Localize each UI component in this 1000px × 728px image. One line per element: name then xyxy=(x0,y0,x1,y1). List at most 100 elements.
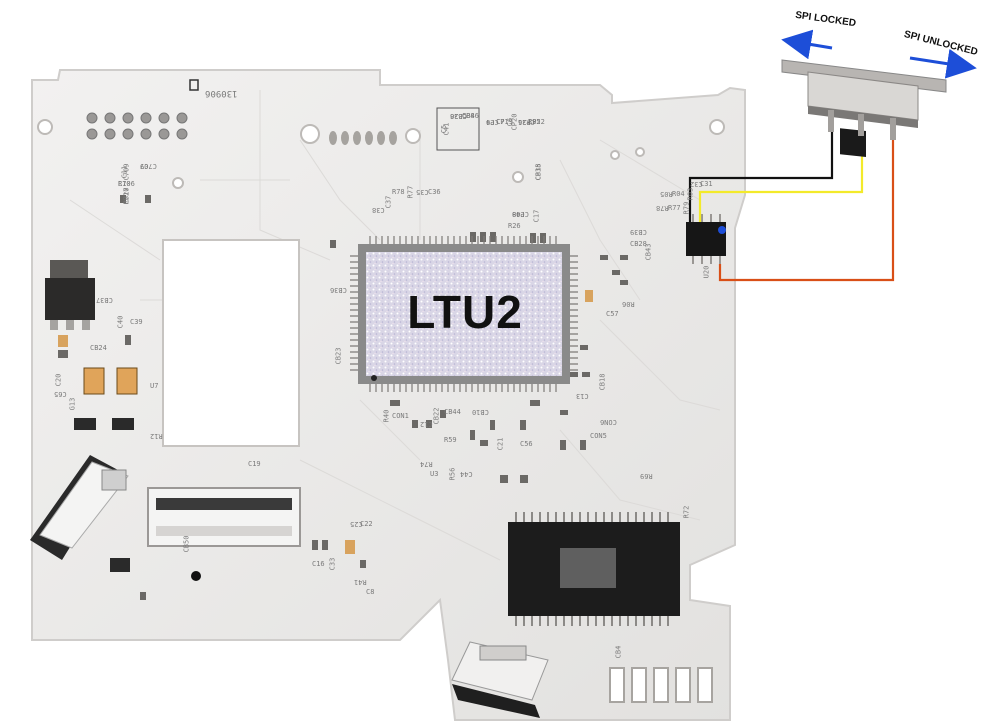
silkscreen-label: C8 xyxy=(366,588,375,596)
silkscreen-label: C12 xyxy=(420,420,433,428)
silkscreen-label: C37 xyxy=(384,195,393,209)
silkscreen-label: R40 xyxy=(382,409,391,423)
silkscreen-label: R35 xyxy=(528,118,541,126)
silkscreen-label: C11 xyxy=(120,165,129,179)
silkscreen-label: C36 xyxy=(428,188,441,196)
silkscreen-label: R74 xyxy=(420,460,433,468)
silkscreen-label: R78 xyxy=(656,204,669,212)
silkscreen-label: R72 xyxy=(682,505,691,519)
silkscreen-label: CP22 xyxy=(528,118,545,126)
silkscreen-label: R79 xyxy=(682,201,691,215)
silkscreen-label: R26 xyxy=(508,222,521,230)
silkscreen-label: CB39 xyxy=(630,228,647,236)
silkscreen-label: C5 xyxy=(440,124,449,134)
board-cutout xyxy=(162,239,300,447)
silkscreen-label: CB10 xyxy=(472,408,489,416)
silkscreen-label: CON1 xyxy=(392,412,409,420)
slide-switch xyxy=(781,59,947,158)
ribbon-connector-left xyxy=(30,455,129,560)
mounting-holes xyxy=(37,119,725,189)
gold-pad-row xyxy=(329,131,397,145)
silkscreen-label: CB8 xyxy=(462,112,475,120)
silkscreen-label: R706 xyxy=(118,180,135,188)
silkscreen-label: C22 xyxy=(360,520,373,528)
tantalum-cap-2 xyxy=(116,367,138,395)
silkscreen-label: C21 xyxy=(496,437,505,451)
silkscreen-label: R41 xyxy=(354,578,367,586)
silkscreen-label: CB23 xyxy=(334,347,343,365)
silkscreen-label: CON6 xyxy=(600,418,617,426)
pin1-marker xyxy=(718,226,726,234)
silkscreen-label: R59 xyxy=(444,436,457,444)
edge-pads xyxy=(609,667,713,703)
wire-black xyxy=(688,130,834,222)
silkscreen-label: C16 xyxy=(312,560,325,568)
board-code: 130906 xyxy=(205,88,238,98)
silkscreen-label: CB35 xyxy=(534,163,543,181)
driver-chip xyxy=(508,512,680,626)
silkscreen-label: R06 xyxy=(622,300,635,308)
silkscreen-label: CB18 xyxy=(598,373,607,391)
silkscreen-label: C17 xyxy=(532,209,541,223)
silkscreen-label: G13 xyxy=(68,397,77,411)
silkscreen-label: C7 xyxy=(496,118,505,126)
silkscreen-label: CON5 xyxy=(590,432,607,440)
label-box xyxy=(436,107,480,151)
voltage-regulator xyxy=(45,260,95,330)
silkscreen-label: CB36 xyxy=(330,286,347,294)
marker-box xyxy=(189,79,199,91)
silkscreen-label: R56 xyxy=(448,467,457,481)
arrow-unlocked xyxy=(909,48,977,79)
silkscreen-label: U20 xyxy=(702,265,711,279)
silkscreen-label: CB22 xyxy=(432,407,441,425)
pcb-board xyxy=(31,69,746,721)
silkscreen-label: CB44 xyxy=(444,408,461,416)
silkscreen-label: C49 xyxy=(512,210,525,218)
silkscreen-label: C13 xyxy=(576,392,589,400)
ltu2-chip xyxy=(350,236,578,392)
silkscreen-label: CB50 xyxy=(182,535,191,553)
silkscreen-label: C9 xyxy=(140,162,149,170)
smd-components xyxy=(58,195,628,600)
spi-flash-chip xyxy=(686,214,726,264)
arrow-locked xyxy=(781,29,833,60)
hole-black xyxy=(191,571,201,581)
silkscreen-label: R12 xyxy=(150,432,163,440)
header-pins xyxy=(86,112,188,140)
silkscreen-label: R77 xyxy=(406,185,415,199)
silkscreen-label: R04 xyxy=(672,190,685,198)
silkscreen-label: CB24 xyxy=(90,344,107,352)
ribbon-connector-center xyxy=(147,487,301,547)
tantalum-cap-1 xyxy=(83,367,105,395)
silkscreen-label: C57 xyxy=(606,310,619,318)
silkscreen-label: CB37 xyxy=(96,296,113,304)
silkscreen-label: CB28 xyxy=(630,240,647,248)
silkscreen-label: CB4 xyxy=(614,645,623,659)
silkscreen-label: C33 xyxy=(328,557,337,571)
silkscreen-label: C56 xyxy=(520,440,533,448)
silkscreen-label: R03 xyxy=(686,187,695,201)
chip-label: LTU2 xyxy=(407,286,523,338)
silkscreen-label: C31 xyxy=(700,180,713,188)
silkscreen-label: U3 xyxy=(430,470,439,478)
silkscreen-label: R77 xyxy=(668,204,681,212)
silkscreen-label: CB43 xyxy=(644,243,653,261)
silkscreen-label: C39 xyxy=(130,318,143,326)
silkscreen-label: C19 xyxy=(248,460,261,468)
silkscreen-label: CP19 xyxy=(496,118,513,126)
silkscreen-label: CB46 xyxy=(462,112,479,120)
silkscreen-label: C65 xyxy=(54,390,67,398)
silkscreen-label: R69 xyxy=(640,472,653,480)
silkscreen-label: C6 xyxy=(506,117,515,127)
silkscreen-label: CB27 xyxy=(122,187,131,205)
silkscreen-label: C38 xyxy=(372,206,385,214)
small-transistors xyxy=(74,418,134,572)
switch-wires xyxy=(688,130,895,282)
silkscreen-label: C20 xyxy=(54,373,63,387)
silkscreen-label: C4 xyxy=(486,118,495,126)
silkscreen-label: C10 xyxy=(118,180,131,188)
silkscreen-label: U7 xyxy=(150,382,159,390)
wire-yellow xyxy=(698,140,864,222)
ribbon-connector-bottom xyxy=(451,641,549,718)
